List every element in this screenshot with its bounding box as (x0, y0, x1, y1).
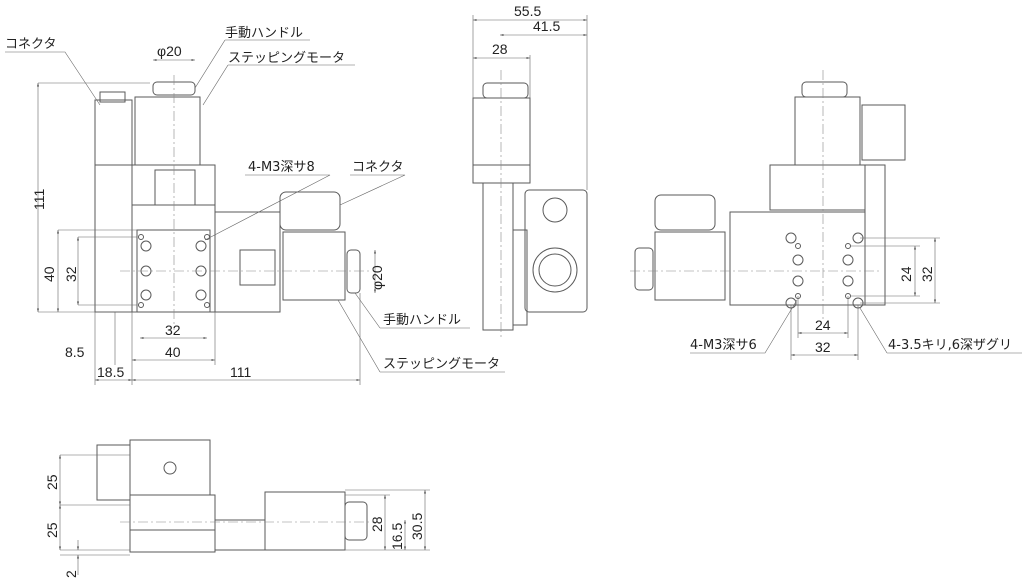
stepping-motor (264, 491, 346, 551)
connector-plug (99, 91, 126, 103)
dim-28: 28 (492, 41, 508, 57)
label-tapped-holes-m3-6: 4-M3深サ6 (690, 338, 757, 353)
side-coupling (239, 249, 276, 286)
connector-side (654, 194, 716, 231)
side-block (214, 211, 281, 313)
bottom-view: 25 25 2 28 16.5 30.5 (44, 439, 430, 578)
dim-v28: 28 (369, 516, 385, 532)
dim-height-111: 111 (31, 189, 47, 210)
connector-body (94, 99, 133, 166)
manual-handle-side (634, 247, 654, 291)
label-counterbore-holes: 4-3.5キリ,6深ザグリ (888, 338, 1012, 353)
dim-offset-8-5: 8.5 (65, 344, 85, 360)
dim-v16-5: 16.5 (389, 523, 405, 550)
label-connector-top: コネクタ (5, 37, 56, 52)
mounting-holes (785, 232, 864, 309)
dim-height-40: 40 (41, 266, 57, 282)
label-tapped-holes-m3-8: 4-M3深サ8 (248, 160, 315, 175)
label-stepping-motor-right: ステッピングモータ (383, 357, 500, 372)
main-block (131, 204, 216, 313)
dim-handle-dia-top: φ20 (157, 43, 182, 59)
upper-plate (472, 164, 531, 184)
front-view: コネクタ 手動ハンドル ステッピングモータ 4-M3深サ8 コネクタ 手動ハンド… (5, 26, 505, 385)
manual-handle (801, 81, 848, 98)
label-manual-handle-right: 手動ハンドル (383, 313, 461, 328)
label-stepping-motor-top: ステッピングモータ (228, 51, 345, 66)
side-block (214, 519, 266, 551)
side-column (94, 164, 133, 313)
connector-right (279, 191, 341, 231)
dim-v24: 24 (898, 266, 914, 282)
dim-h32: 32 (815, 339, 831, 355)
scale-plate (512, 229, 528, 326)
dim-v30-5: 30.5 (409, 513, 425, 540)
dim-v2: 2 (63, 570, 79, 578)
connector (96, 444, 131, 501)
dim-v25-bottom: 25 (44, 522, 60, 538)
rear-view: 4-M3深サ6 4-3.5キリ,6深ザグリ 24 32 24 32 (630, 70, 1022, 360)
manual-handle-right (346, 249, 361, 294)
dim-55-5: 55.5 (514, 3, 541, 19)
label-connector-right: コネクタ (352, 160, 403, 175)
dim-h24: 24 (815, 317, 831, 333)
stepping-motor-top (794, 96, 861, 166)
stage-table (129, 494, 216, 531)
main-block (729, 211, 866, 306)
side-view: 55.5 41.5 28 (472, 3, 588, 340)
stepping-motor (472, 97, 531, 166)
dim-height-32: 32 (63, 266, 79, 282)
upper-plate (131, 164, 216, 206)
base (129, 529, 216, 553)
handle-face (532, 247, 578, 293)
dim-v25-top: 25 (44, 474, 60, 490)
connector (861, 104, 906, 161)
label-manual-handle-top: 手動ハンドル (225, 26, 303, 41)
dim-width-32: 32 (165, 322, 181, 338)
stepping-motor-right (282, 231, 346, 301)
dim-offset-18-5: 18.5 (97, 364, 124, 380)
dim-41-5: 41.5 (533, 18, 560, 34)
manual-handle (344, 501, 368, 541)
stepping-motor-top (134, 96, 201, 166)
side-plate (864, 164, 886, 306)
dim-handle-dia-right: φ20 (369, 265, 385, 290)
side-motor-face (524, 189, 588, 313)
stepping-motor-side (654, 231, 726, 301)
coupling-block (154, 169, 196, 206)
dim-length-111: 111 (230, 364, 251, 380)
upper-block (129, 439, 211, 496)
dim-v32: 32 (919, 266, 935, 282)
dim-width-40: 40 (165, 344, 181, 360)
upper-block (769, 164, 866, 211)
manual-handle (482, 82, 529, 99)
column (482, 182, 514, 331)
